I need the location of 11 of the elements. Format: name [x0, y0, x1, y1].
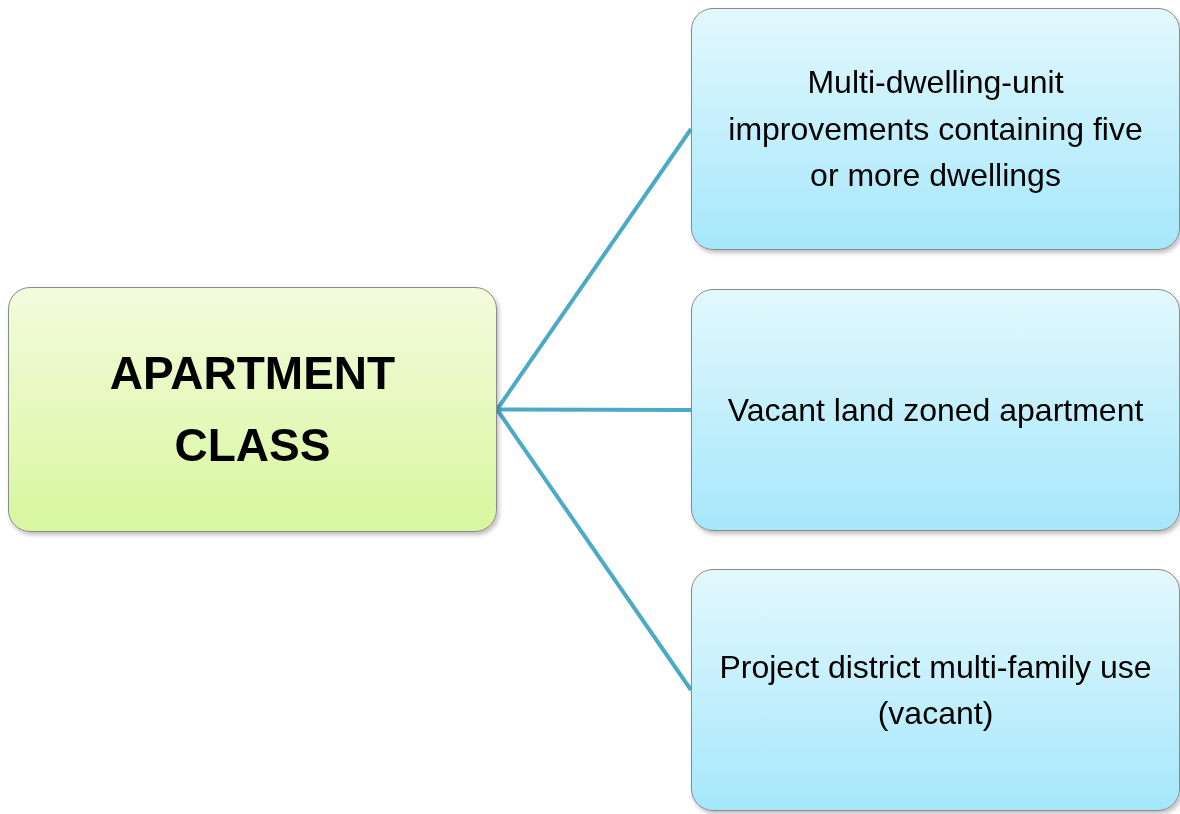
item-box: [691, 8, 1180, 250]
connector-line: [497, 407, 691, 412]
category-box: [8, 287, 497, 532]
item-text: Multi-dwelling-unit improvements containing five or more dwellings: [727, 63, 1144, 196]
connector-line: [495, 408, 693, 692]
connector-line: [495, 127, 693, 411]
item-box: [691, 569, 1180, 811]
category-title: APARTMENT CLASS: [108, 346, 397, 473]
item-box: [691, 289, 1180, 531]
item-text: Project district multi-family use (vacant): [718, 647, 1153, 733]
item-text: Vacant land zoned apartment: [727, 390, 1144, 430]
